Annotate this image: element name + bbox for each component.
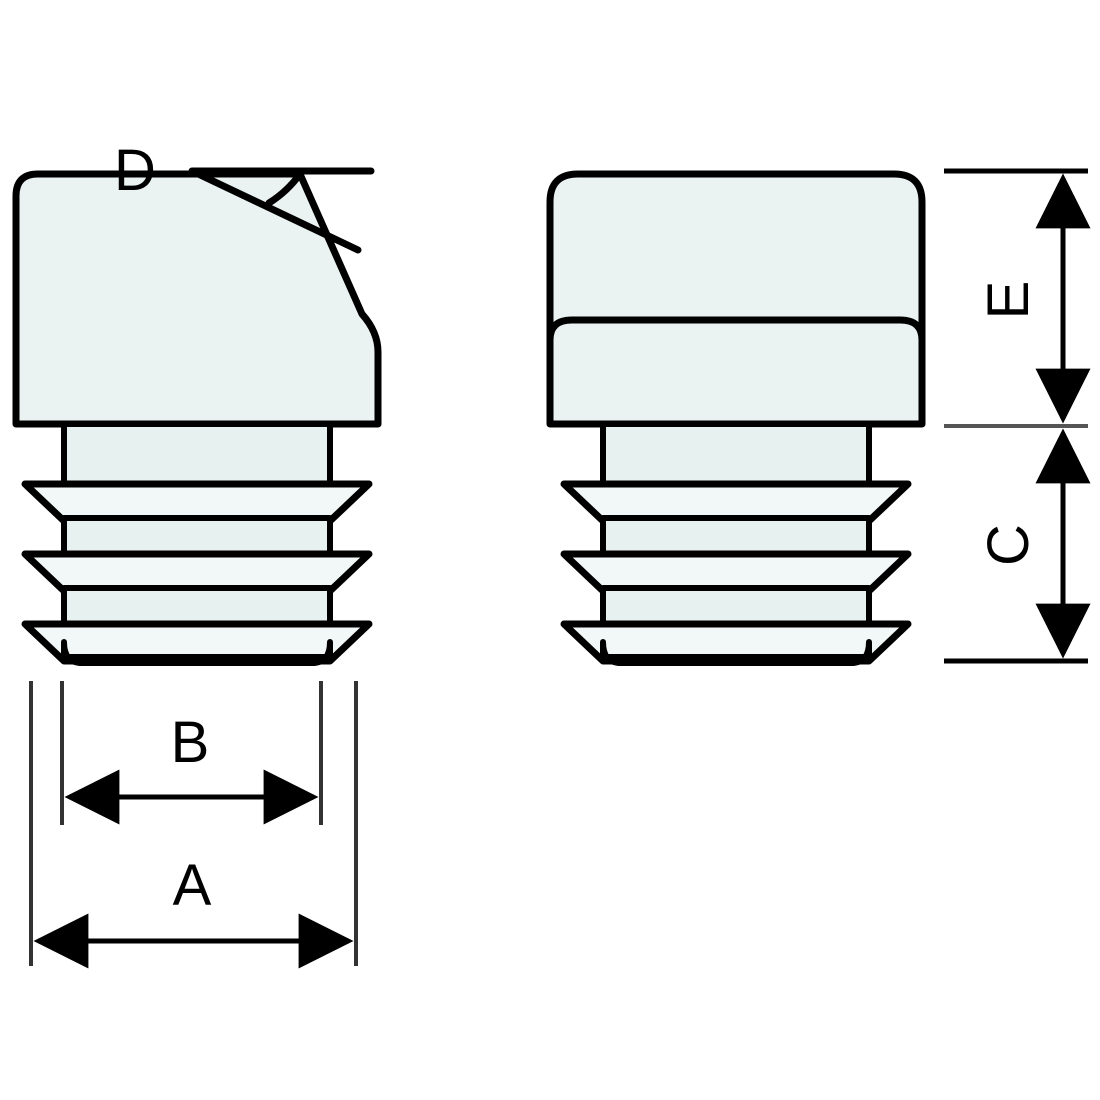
front-stem-tip [600,639,872,666]
dimension-B: B [60,681,323,825]
dim-D-angle-line [190,168,362,254]
front-stem-barb-3 [560,620,912,665]
dim-A-label: A [173,853,212,918]
stem-collar [61,421,333,490]
front-stem-collar [600,421,872,490]
dimension-C: C [944,428,1091,664]
front-view-stem [560,421,912,666]
dimension-E: E [944,168,1091,428]
dim-E-label: E [976,281,1041,320]
dim-D-angle-arc [265,170,304,207]
dim-C-label: C [976,524,1041,566]
dimension-D: D [114,138,375,254]
stem-tip [61,639,333,666]
side-view-stem [21,421,373,666]
dim-D-label: D [114,138,156,203]
front-view-head [546,170,926,428]
front-view-seam-line [546,316,926,341]
front-view-group [546,170,926,666]
side-view-group [12,170,382,666]
dimension-A: A [29,681,358,969]
dim-B-label: B [171,710,210,775]
side-view-head [12,170,382,428]
stem-barb-3 [21,620,373,665]
